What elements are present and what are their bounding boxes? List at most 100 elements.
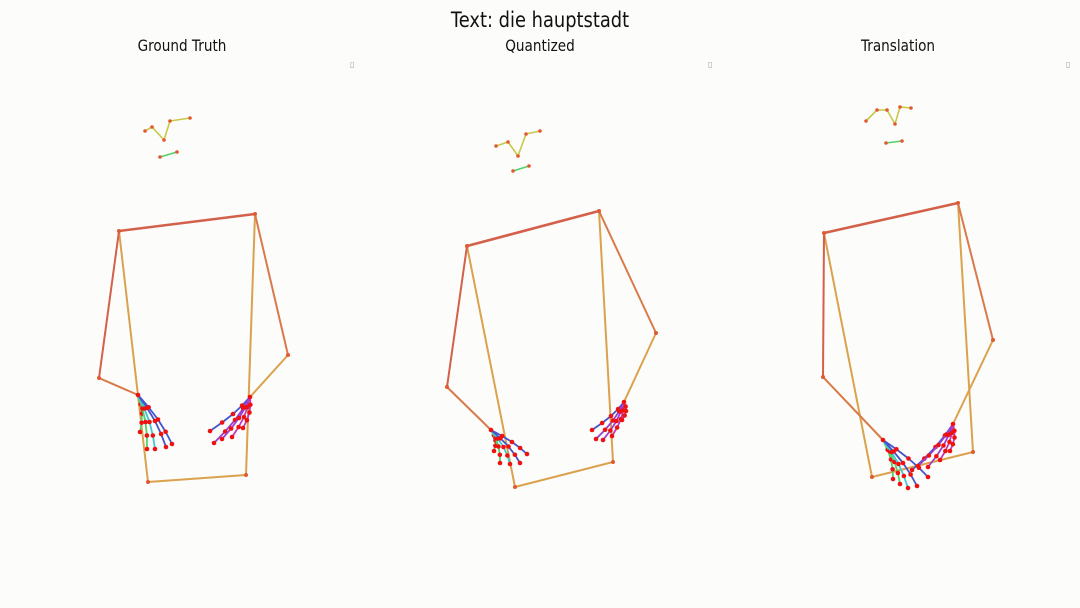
right-hand-joint [614, 425, 620, 430]
shoulder-line [465, 209, 601, 248]
right-hand-joint [236, 415, 242, 421]
right-hand-finger [221, 413, 234, 424]
right-hand-joint [608, 428, 613, 433]
right-hand-joint [614, 418, 619, 424]
left-hand-joint [524, 451, 530, 457]
right-hand-finger [221, 427, 233, 440]
left-hand-joint [143, 419, 148, 425]
face-brow [865, 109, 878, 122]
body-joint [244, 473, 248, 477]
body-joint [597, 209, 601, 213]
face-brow [495, 141, 509, 147]
face-point [506, 140, 510, 144]
left-hand-joint [163, 429, 168, 435]
left-hand-finger [157, 418, 167, 433]
right-hand-joint [947, 448, 953, 454]
right-hand-joint [937, 457, 943, 463]
left-hand-joint [506, 444, 511, 449]
right-hand-joint [926, 453, 932, 458]
left-hand-joint [169, 441, 175, 447]
face-brow [525, 130, 541, 135]
left-hand-joint [144, 433, 150, 438]
right-hand-joint [623, 408, 629, 414]
left-forearm [446, 386, 492, 431]
right-hand-finger [917, 454, 930, 467]
face-point [885, 108, 889, 112]
left-hand-joint [497, 460, 503, 466]
face-point [524, 132, 528, 136]
face-mouth [512, 165, 530, 172]
body-joint [146, 480, 150, 484]
left-forearm [98, 377, 139, 396]
face-mouth [885, 140, 903, 144]
right-hand-finger [923, 446, 937, 460]
figure-title: Text: die hauptstadt [450, 8, 630, 32]
right-upper-arm [598, 210, 657, 334]
left-hand-joint [890, 466, 895, 472]
face-point [168, 119, 172, 123]
face-point [511, 169, 515, 173]
body-joint [654, 331, 658, 335]
left-hand-joint [144, 446, 150, 452]
left-hand-finger [895, 448, 910, 460]
right-hand-joint [236, 424, 241, 430]
panel-title-ground-truth: Ground Truth [137, 36, 227, 55]
hip-line [871, 451, 974, 478]
right-hand-finger [209, 421, 224, 432]
left-hand-joint [146, 404, 151, 410]
right-forearm [623, 332, 657, 403]
left-hand-finger [882, 439, 898, 451]
face-point [900, 139, 904, 143]
face-point [527, 164, 531, 168]
face-point [875, 108, 879, 112]
left-upper-arm [822, 232, 825, 378]
right-hand-wrist [950, 421, 956, 427]
left-hand-joint [152, 446, 158, 452]
right-hand-joint [211, 440, 217, 446]
panel-marker: ▯ [708, 60, 713, 69]
right-hand-joint [950, 441, 956, 447]
left-hand-joint [894, 446, 899, 452]
face-mouth [159, 151, 178, 158]
left-hand-joint [505, 453, 510, 458]
body-joint [821, 375, 825, 379]
left-hand-finger [141, 407, 147, 423]
right-hand-wrist [621, 399, 627, 405]
left-hand-joint [147, 419, 152, 425]
right-hand-joint [934, 453, 939, 459]
face-brow [163, 120, 171, 141]
right-hand-joint [219, 420, 225, 425]
right-upper-arm [254, 213, 289, 356]
right-hand-finger [234, 407, 245, 421]
torso-left [118, 230, 149, 483]
face-point [884, 141, 888, 145]
face-point [893, 122, 897, 126]
left-hand-joint [139, 420, 144, 426]
right-hand-joint [241, 414, 247, 420]
right-hand-joint [925, 464, 931, 470]
right-hand-joint [952, 428, 957, 434]
left-hand-joint [900, 460, 906, 466]
torso-left [466, 245, 516, 488]
left-hand-joint [507, 461, 513, 467]
right-hand-joint [936, 442, 941, 448]
left-hand-finger [137, 394, 150, 409]
left-hand-joint [897, 481, 903, 487]
torso-right [957, 202, 974, 453]
face-brow [507, 141, 519, 157]
left-hand-joint [517, 460, 523, 466]
face-point [538, 129, 542, 133]
left-hand-finger [146, 407, 156, 422]
face-point [864, 119, 868, 123]
left-hand-finger [154, 420, 163, 435]
body-joint [611, 460, 615, 464]
face-brow [886, 109, 896, 125]
body-joint [117, 229, 121, 233]
right-hand-joint [608, 413, 614, 419]
left-hand-wrist [880, 437, 886, 443]
right-hand-joint [619, 417, 625, 423]
face-point [175, 150, 179, 154]
right-hand-joint [952, 435, 957, 440]
left-hand-finger [143, 407, 151, 423]
left-hand-finger [164, 430, 173, 445]
